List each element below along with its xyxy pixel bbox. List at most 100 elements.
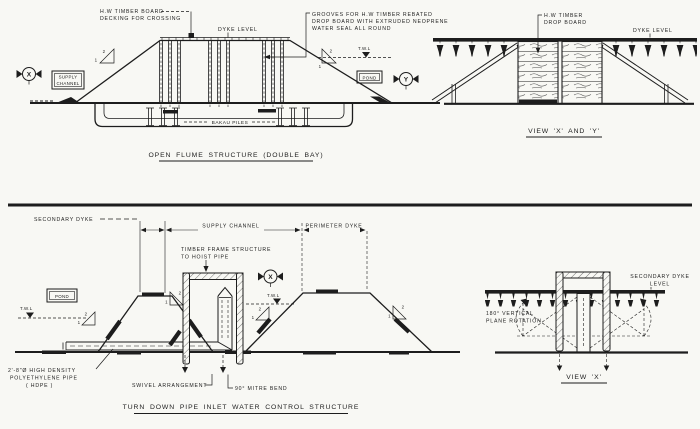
pile-head-arches [485, 293, 665, 307]
frame-right-leg [236, 272, 244, 365]
frame-right-leg [602, 271, 611, 352]
view-marker-y-right-arrow [412, 75, 419, 83]
slope-wedge-4 [256, 317, 272, 335]
slope-wedge-3 [168, 329, 182, 347]
slope-indicator-b2: 2 1 [165, 291, 184, 306]
pond-box-outer [356, 70, 383, 84]
view-marker-x-right-arrow [35, 70, 42, 78]
note-decking-line2: DECKING FOR CROSSING [100, 16, 181, 22]
slope-wedge-1 [105, 319, 122, 341]
brace-left-b [434, 45, 521, 104]
mitre-label: 90° MITRE BEND [235, 386, 287, 392]
perimeter-dyke-cap [316, 289, 338, 293]
slope-indicator-left: 2 1 [95, 48, 115, 64]
secondary-dyke-cap [142, 292, 164, 296]
pond-box: POND [356, 70, 383, 84]
pond-box2-outer [46, 288, 78, 303]
flume-floor-outer [94, 103, 354, 128]
rotation-arc-left [515, 300, 526, 337]
drop-board-groove-posts [159, 41, 284, 103]
slope-indicator-b3: 2 1 [252, 306, 270, 321]
swivel-motion-arrows [182, 367, 226, 373]
supply-channel-label1: SUPPLY [59, 75, 78, 80]
groove-post-centerlines [160, 43, 283, 109]
slope-run: 1 [78, 320, 81, 325]
brace-right-a [602, 42, 689, 101]
supply-channel-box-inner [54, 73, 82, 87]
frame-top-bar [182, 272, 244, 280]
turndown-section: SECONDARY DYKE SUPPLY CHANNEL PERIMETER … [8, 217, 460, 414]
frame-leader-arrow [203, 266, 209, 272]
rotation-arc-left-arrow [520, 298, 527, 305]
dim-arrow-4 [295, 227, 301, 233]
bakau-piles-label: BAKAU PILES [212, 120, 249, 126]
note-pipe-line3: ( HDPE ) [26, 383, 53, 389]
floor-shading-left [163, 110, 178, 114]
flume-section: BAKAU PILES H.W TIMBER BOARD DECKING FOR… [16, 9, 448, 162]
note-grooves-line3: WATER SEAL ALL ROUND [312, 26, 391, 32]
note-dropboard-line1: H.W TIMBER [544, 13, 583, 19]
dyke-outline [74, 39, 393, 104]
twl-left-symbol [26, 312, 34, 318]
view-marker-x2: X [258, 269, 283, 287]
slope-triangle [321, 48, 337, 64]
slope-rise: 2 [103, 49, 106, 54]
note-grooves-line1: GROOVES FOR H.W TIMBER REBATED [312, 12, 433, 18]
dyke-crest-band [485, 290, 665, 294]
secondary-dyke-label: SECONDARY DYKE [34, 217, 93, 223]
flume-floor-inner [103, 103, 345, 119]
brace-left-a [431, 42, 518, 101]
slope-rise: 2 [402, 305, 405, 310]
floor-shading-right [258, 109, 276, 113]
perimeter-dyke-outline [244, 292, 433, 353]
dim-arrow-1 [140, 227, 146, 233]
secondary-dyke-level-line2: LEVEL [650, 282, 670, 288]
swivel-label: SWIVEL ARRANGEMENT [132, 383, 207, 389]
note-pipe-line2: POLYETHYLENE PIPE [10, 376, 78, 382]
view-x-caption: VIEW 'X' [566, 374, 602, 381]
dim-arrow-3 [166, 227, 172, 233]
slope-rise: 2 [259, 307, 262, 312]
frame-left-leg [182, 272, 190, 365]
pipe-end-cap [62, 342, 67, 350]
note-grooves-line2: DROP BOARD WITH EXTRUDED NEOPRENE [312, 19, 448, 25]
slope-triangle [99, 48, 115, 64]
stack-base-shadow [519, 99, 557, 104]
slope-run: 1 [165, 300, 168, 305]
frame-top-bar [555, 271, 611, 279]
slope-indicator-right: 2 1 [319, 48, 337, 69]
twl-label: T.W.L [358, 46, 371, 51]
grooves-leader-arrow [264, 54, 270, 60]
rotation-note-line2: PLANE ROTATION [486, 319, 542, 325]
view-marker-x-letter: X [27, 71, 32, 78]
view-marker-x: X [16, 67, 42, 85]
pond-label2: POND [55, 294, 69, 299]
dropboard-leader-arrow [535, 48, 541, 54]
view-x-section: SECONDARY DYKE LEVEL 180° VERTICAL PLANE… [485, 271, 689, 384]
grooves-leader [268, 12, 310, 58]
view-xy-caption: VIEW 'X' AND 'Y' [528, 128, 600, 135]
view-marker-y: Y [393, 72, 419, 90]
flume-caption: OPEN FLUME STRUCTURE (DOUBLE BAY) [148, 152, 323, 159]
swivel-motion-lines [184, 355, 224, 368]
post-right [664, 84, 669, 104]
pond-label: POND [363, 75, 377, 80]
twl-right-label: T.W.L [267, 293, 280, 298]
twl-right-symbol [273, 298, 281, 304]
view-marker-y-left-arrow [393, 75, 400, 83]
supply-channel-label2: CHANNEL [56, 81, 79, 86]
drop-motion-arrows [556, 365, 610, 371]
water-wedge-left [56, 97, 80, 103]
slope-run: 1 [388, 314, 391, 319]
rotation-verticals [522, 303, 645, 336]
rotation-note-line1: 180° VERTICAL [486, 311, 534, 317]
view-xy-section: H.W TIMBER DROP BOARD DYKE LEVEL VIEW 'X… [431, 13, 697, 138]
section-divider [8, 203, 692, 207]
dim-arrow-6 [360, 227, 366, 233]
note-frame-line1: TIMBER FRAME STRUCTURE [181, 247, 271, 253]
drop-motion-lines [559, 354, 607, 366]
bakau-piles [146, 107, 310, 126]
deck-leader-target [188, 33, 194, 38]
note-pipe-line1: 2'-8"Ø HIGH DENSITY [8, 368, 76, 374]
pond-box-inner [359, 73, 380, 81]
